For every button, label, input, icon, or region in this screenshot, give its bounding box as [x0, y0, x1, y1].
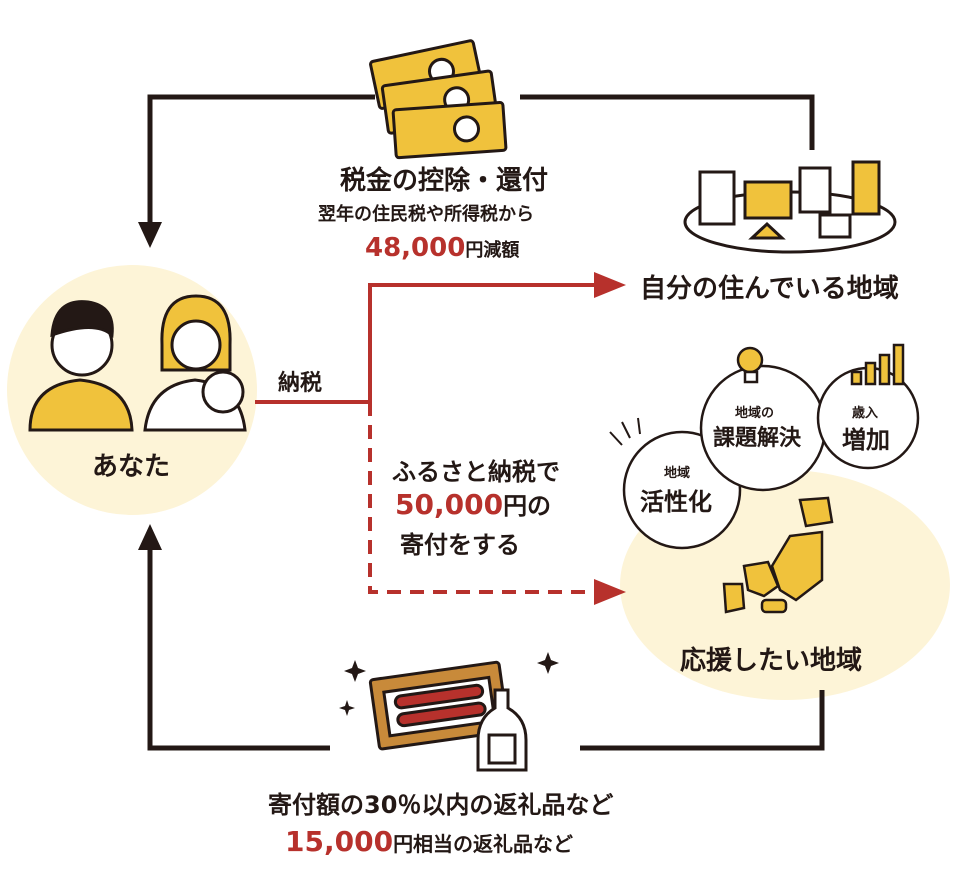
donation-line3: 寄付をする	[400, 531, 520, 559]
donation-line1: ふるさと納税で	[392, 458, 560, 486]
gift-amount-suffix: 円相当の返礼品など	[393, 832, 574, 856]
sake-bottle-icon	[476, 688, 528, 772]
tax-refund-subtitle: 翌年の住民税や所得税から	[318, 204, 534, 225]
tax-payment-arrow	[255, 283, 600, 404]
gift-return-arrowhead	[138, 524, 162, 550]
gift-amount: 15,000	[285, 825, 394, 858]
tax-refund-title: 税金の控除・還付	[340, 166, 549, 196]
tax-return-arrowhead	[138, 222, 162, 248]
bubble-solve-large: 課題解決	[713, 426, 802, 451]
banknotes-icon	[369, 39, 508, 160]
payment-label: 納税	[278, 371, 323, 396]
tax-refund-amount-suffix: 円減額	[465, 240, 520, 261]
support-region-label: 応援したい地域	[680, 646, 863, 676]
bubble-revenue-large: 増加	[842, 426, 890, 454]
buildings-icon	[683, 160, 897, 254]
donation-amount: 50,000	[395, 488, 504, 521]
donation-amount-suffix: 円の	[503, 492, 552, 520]
donation-amount-line: 50,000円の	[395, 486, 551, 521]
gift-amount-line: 15,000円相当の返礼品など	[285, 825, 573, 858]
tax-return-arrow	[147, 94, 815, 225]
japan-map-icon	[722, 496, 834, 614]
bubble-revitalize-large: 活性化	[640, 488, 712, 516]
you-label: あなた	[92, 452, 171, 482]
bubble-solve-small: 地域の	[735, 406, 775, 421]
lightbulb-icon	[736, 346, 764, 384]
gift-line1: 寄付額の30％以内の返礼品など	[268, 791, 614, 819]
family-icon	[28, 294, 247, 432]
donation-arrow	[368, 402, 600, 594]
gift-sparkles	[339, 652, 559, 716]
sparkle-lines	[609, 417, 641, 446]
bubble-revitalize-small: 地域	[664, 466, 691, 481]
tax-refund-amount-line: 48,000円減額	[365, 233, 519, 263]
donation-arrowhead	[594, 579, 626, 605]
tax-refund-amount: 48,000	[365, 233, 466, 263]
bubbles-group	[622, 364, 920, 550]
tax-payment-arrowhead	[594, 272, 626, 298]
home-region-label: 自分の住んでいる地域	[640, 274, 899, 304]
gift-return-arrow	[147, 548, 825, 751]
bubble-revenue-small: 歳入	[852, 406, 879, 421]
bar-chart-icon	[850, 343, 905, 386]
gift-box-icon	[368, 660, 510, 751]
